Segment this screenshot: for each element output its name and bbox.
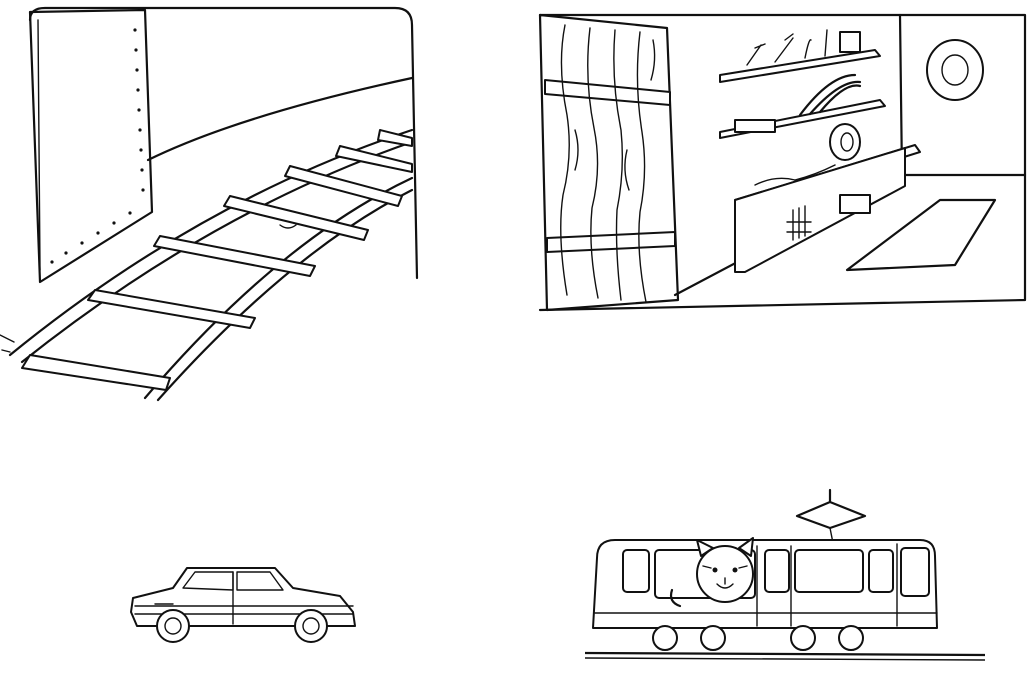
garage-icon (538, 13, 1027, 312)
tunnel-railway-panel (0, 0, 430, 410)
tram-panel (585, 488, 985, 663)
car-panel (125, 560, 365, 655)
garage-workshop-panel (535, 10, 1030, 315)
tram-icon (585, 488, 985, 661)
railway-tunnel-icon (0, 6, 419, 402)
car-icon (130, 567, 356, 643)
